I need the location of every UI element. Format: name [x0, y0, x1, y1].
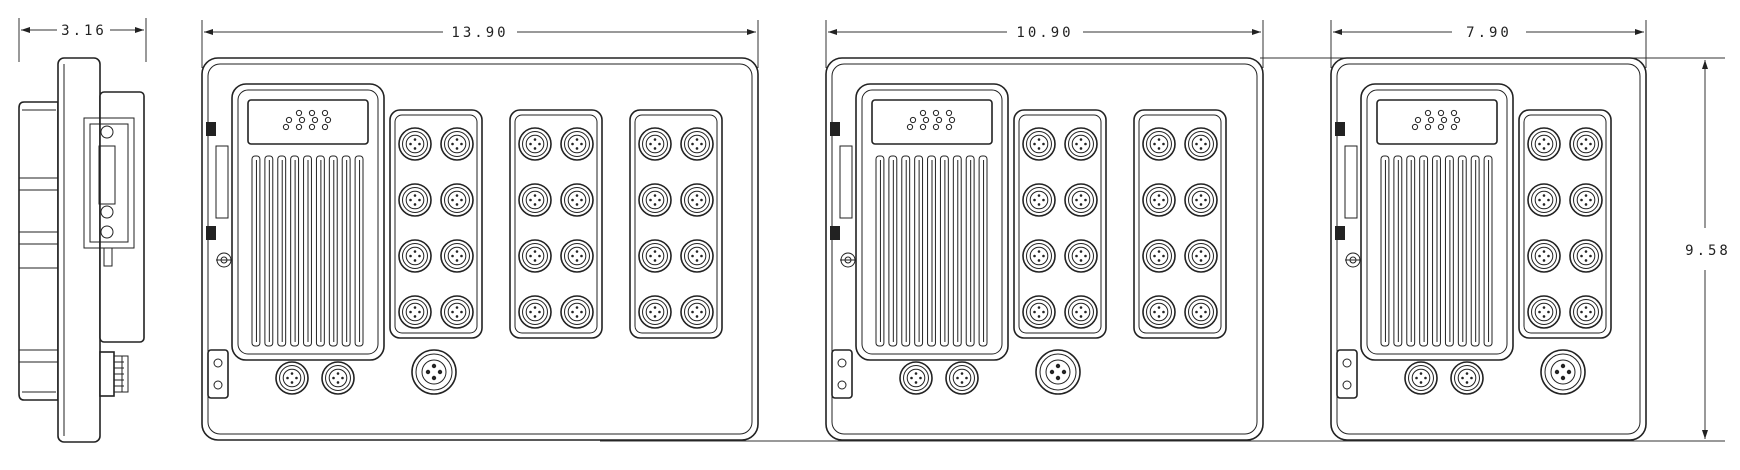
- heatsink-fins: [251, 155, 364, 347]
- dimension-large-width: 13.90: [201, 20, 759, 68]
- connector-icon: [518, 295, 552, 329]
- connector-icon: [518, 183, 552, 217]
- latch-hinge: [206, 122, 232, 268]
- connector-icon: [1142, 127, 1176, 161]
- connector-icon: [398, 295, 432, 329]
- dimension-small-width: 7.90: [1330, 20, 1647, 68]
- connector-icon: [1064, 295, 1098, 329]
- ground-plate: [831, 349, 853, 399]
- connector-icon: [440, 295, 474, 329]
- label-plate: [871, 99, 993, 145]
- connector-icon: [680, 127, 714, 161]
- connector-icon: [560, 239, 594, 273]
- connector-block: [1518, 109, 1612, 339]
- ground-plate: [207, 349, 229, 399]
- dim-label-height: 9.58: [1685, 243, 1731, 259]
- connector-icon: [1569, 239, 1603, 273]
- heatsink-module: [1360, 83, 1514, 361]
- connector-icon: [945, 361, 979, 395]
- connector-icon: [1142, 183, 1176, 217]
- label-plate: [247, 99, 369, 145]
- connector-icon: [638, 127, 672, 161]
- connector-icon: [680, 295, 714, 329]
- connector-icon: [398, 239, 432, 273]
- large-enclosure-front-view: [201, 57, 759, 441]
- connector-icon: [1022, 239, 1056, 273]
- connector-icon: [1184, 127, 1218, 161]
- heatsink-fins: [1380, 155, 1493, 347]
- connector-icon: [638, 239, 672, 273]
- logo-icon: [282, 109, 332, 131]
- enclosure-inner-edge: [1336, 63, 1641, 435]
- latch-hinge: [1335, 122, 1361, 268]
- connector-icon: [638, 183, 672, 217]
- connector-icon: [440, 127, 474, 161]
- connector-icon: [1022, 127, 1056, 161]
- power-connector-icon: [1035, 349, 1081, 395]
- heatsink-module: [231, 83, 385, 361]
- logo-icon: [1411, 109, 1461, 131]
- connector-icon: [1569, 127, 1603, 161]
- enclosure-inner-edge: [831, 63, 1258, 435]
- connector-icon: [1142, 295, 1176, 329]
- heatsink-module: [855, 83, 1009, 361]
- connector-icon: [638, 295, 672, 329]
- connector-icon: [680, 239, 714, 273]
- connector-icon: [440, 239, 474, 273]
- power-connector-icon: [411, 349, 457, 395]
- connector-block: [389, 109, 483, 339]
- connector-icon: [1064, 127, 1098, 161]
- connector-icon: [1527, 239, 1561, 273]
- connector-icon: [518, 239, 552, 273]
- dim-label-side-depth: 3.16: [61, 23, 107, 39]
- connector-icon: [1142, 239, 1176, 273]
- connector-icon: [1569, 183, 1603, 217]
- heatsink-fins: [875, 155, 988, 347]
- dimension-medium-width: 10.90: [825, 20, 1264, 68]
- connector-icon: [1064, 183, 1098, 217]
- dim-label-small-width: 7.90: [1466, 25, 1512, 41]
- connector-block: [1133, 109, 1227, 339]
- connector-icon: [1450, 361, 1484, 395]
- ground-plate: [1336, 349, 1358, 399]
- connector-block: [509, 109, 603, 339]
- connector-icon: [518, 127, 552, 161]
- connector-block: [1013, 109, 1107, 339]
- label-plate: [1376, 99, 1498, 145]
- connector-icon: [1022, 183, 1056, 217]
- connector-icon: [1184, 239, 1218, 273]
- connector-icon: [899, 361, 933, 395]
- dim-label-medium-width: 10.90: [1016, 25, 1073, 41]
- dimension-side-depth: 3.16: [18, 18, 147, 62]
- connector-icon: [560, 183, 594, 217]
- connector-icon: [1184, 183, 1218, 217]
- small-enclosure-front-view: [1330, 57, 1647, 441]
- connector-block: [629, 109, 723, 339]
- connector-icon: [560, 127, 594, 161]
- logo-icon: [906, 109, 956, 131]
- connector-icon: [560, 295, 594, 329]
- medium-enclosure-front-view: [825, 57, 1264, 441]
- connector-icon: [440, 183, 474, 217]
- connector-icon: [1022, 295, 1056, 329]
- connector-icon: [398, 127, 432, 161]
- connector-icon: [680, 183, 714, 217]
- connector-icon: [398, 183, 432, 217]
- connector-icon: [1184, 295, 1218, 329]
- connector-icon: [1569, 295, 1603, 329]
- power-connector-icon: [1540, 349, 1586, 395]
- enclosure-inner-edge: [207, 63, 753, 435]
- connector-icon: [321, 361, 355, 395]
- latch-hinge: [830, 122, 856, 268]
- connector-icon: [275, 361, 309, 395]
- connector-icon: [1527, 295, 1561, 329]
- dim-label-large-width: 13.90: [451, 25, 508, 41]
- connector-icon: [1527, 127, 1561, 161]
- connector-icon: [1064, 239, 1098, 273]
- connector-icon: [1404, 361, 1438, 395]
- side-profile-view: [18, 57, 145, 443]
- connector-icon: [1527, 183, 1561, 217]
